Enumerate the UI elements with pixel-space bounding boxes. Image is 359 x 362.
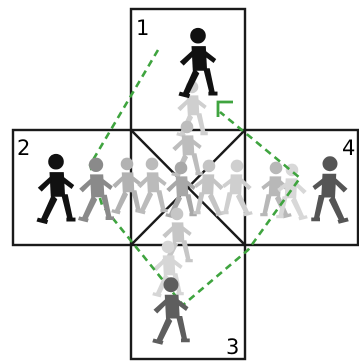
zone-label-top: 1 [136, 16, 149, 40]
zone-label-right: 4 [342, 136, 355, 160]
walking-person-icon [37, 154, 76, 224]
zone-label-left: 2 [17, 136, 30, 160]
walking-person-icon [311, 156, 349, 224]
zone-label-bottom: 3 [226, 335, 239, 359]
walking-person-icon [78, 158, 114, 223]
walking-person-icon [152, 277, 190, 345]
walking-person-icon [276, 164, 308, 221]
walking-person-icon [111, 158, 143, 215]
ghost-walkers [111, 81, 308, 298]
walking-person-icon [221, 160, 253, 217]
direction-arrow-icon [218, 102, 233, 117]
walking-person-icon [136, 158, 168, 215]
